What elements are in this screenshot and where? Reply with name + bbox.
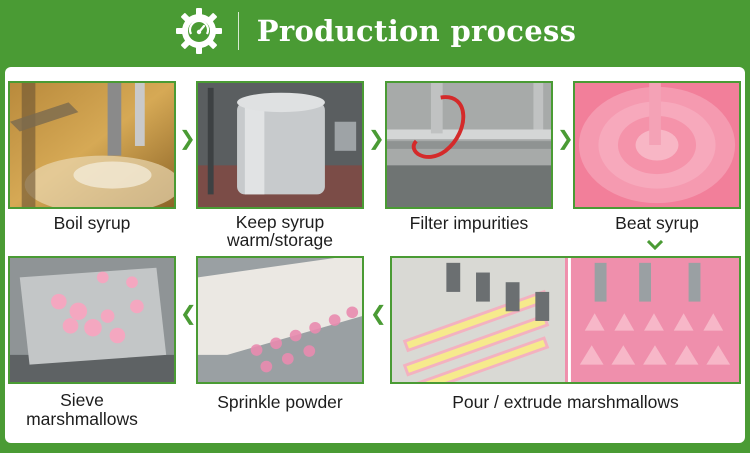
sprinkle-powder-photo bbox=[196, 256, 364, 384]
step-label-filter: Filter impurities bbox=[409, 213, 529, 233]
header: Production process bbox=[0, 0, 750, 62]
step-label-boil-syrup: Boil syrup bbox=[53, 213, 131, 233]
beat-syrup-photo bbox=[573, 81, 741, 209]
keep-warm-photo bbox=[196, 81, 364, 209]
boil-syrup-photo bbox=[8, 81, 176, 209]
arrow-right-3: ❯ bbox=[557, 126, 574, 150]
arrow-right-2: ❯ bbox=[368, 126, 385, 150]
step-label-sprinkle: Sprinkle powder bbox=[217, 392, 343, 412]
step-label-keep-warm: Keep syrup warm/storage bbox=[226, 212, 333, 250]
pour-extrude-photo bbox=[390, 256, 741, 384]
step-label-sieve: Sieve marshmallows bbox=[26, 390, 138, 429]
arrow-left-2: ❮ bbox=[370, 301, 387, 325]
filter-impurities-photo bbox=[385, 81, 553, 209]
step-label-beat-syrup: Beat syrup bbox=[615, 213, 699, 233]
arrow-left-1: ❮ bbox=[180, 301, 197, 325]
sieve-marshmallows-photo bbox=[8, 256, 176, 384]
gear-gauge-icon bbox=[175, 8, 222, 54]
chevron-down-icon bbox=[647, 240, 663, 250]
header-divider bbox=[237, 12, 239, 50]
arrow-right-1: ❯ bbox=[179, 126, 196, 150]
step-label-pour-extrude: Pour / extrude marshmallows bbox=[452, 392, 679, 412]
page-title: Production process bbox=[256, 14, 577, 48]
